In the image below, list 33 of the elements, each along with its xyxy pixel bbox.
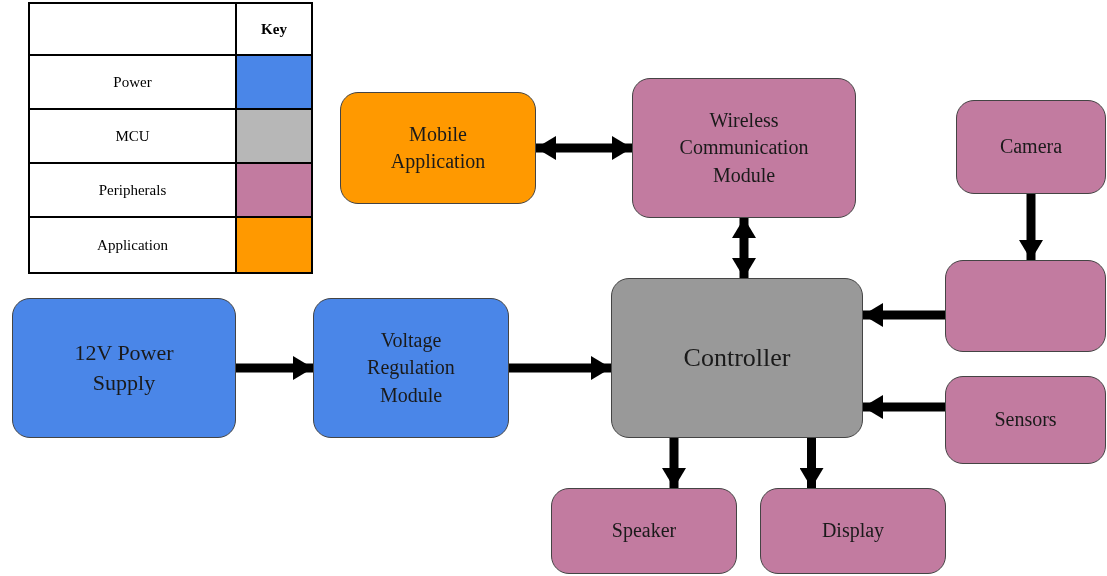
block-arrow [1019,194,1043,260]
legend-heading: Key [261,19,287,39]
module-box [632,78,856,218]
box-label: Sensors [994,407,1057,433]
box-label: Mobile Application [389,121,487,175]
module-box [945,376,1106,464]
module-box [313,298,509,438]
module-box [551,488,737,574]
block-arrow [863,303,945,327]
box-label: Display [821,518,885,544]
box-label: Camera [999,134,1063,160]
module-box [340,92,536,204]
block-arrow [732,218,756,278]
block-arrow [536,136,632,160]
module-box [12,298,236,438]
box-label: Controller [683,342,791,375]
controller-box [611,278,863,438]
box-label: Voltage Regulation Module [366,327,456,408]
module-box [945,260,1106,352]
legend-label: Application [97,235,168,255]
module-box [760,488,946,574]
box-label: 12V Power Supply [73,338,175,397]
legend-label: MCU [115,126,150,146]
block-arrow [509,356,611,380]
box-label: Speaker [611,518,677,544]
legend-label: Peripherals [98,180,167,200]
module-box [956,100,1106,194]
block-arrow [662,438,686,488]
box-label: Wireless Communication Module [678,107,810,188]
block-arrow [863,395,945,419]
block-arrow [799,438,824,488]
block-arrow [236,356,313,380]
legend-label: Power [113,72,152,92]
